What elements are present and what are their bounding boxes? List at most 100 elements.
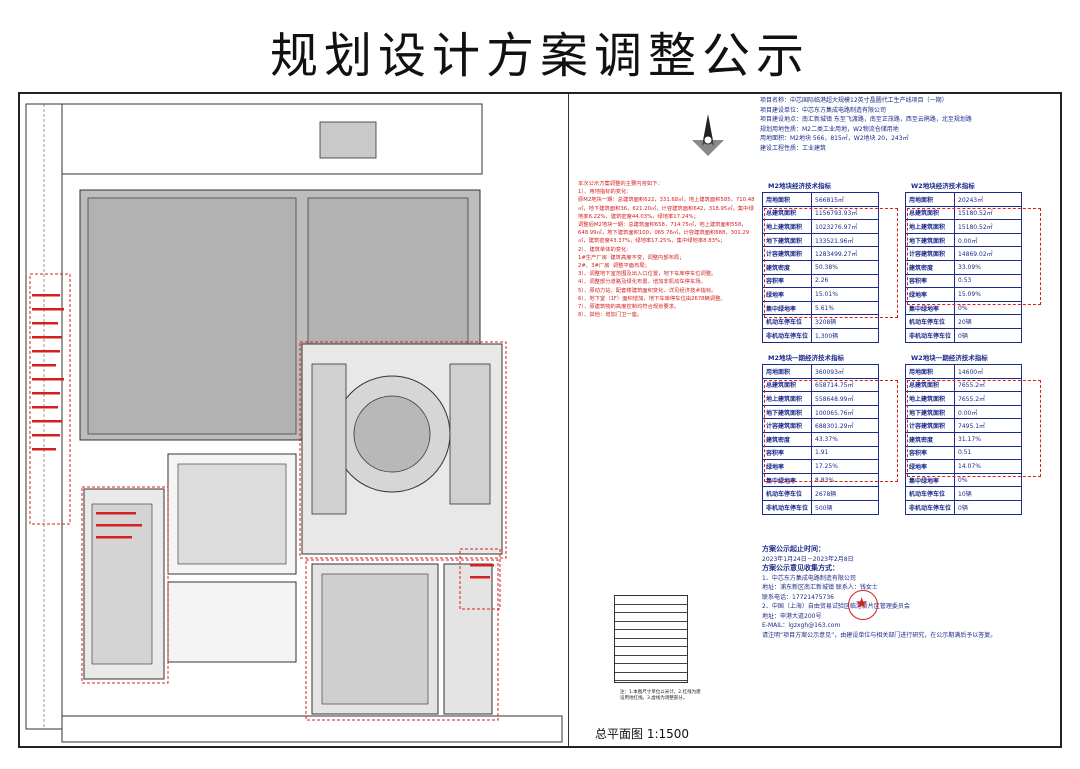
feedback-line: 1、中芯东方集成电路制造有限公司 <box>762 574 856 582</box>
legend-row <box>615 630 687 639</box>
feedback-heading: 方案公示意见收集方式： <box>762 564 839 572</box>
building-block <box>443 563 493 715</box>
legend-row <box>615 639 687 647</box>
indicator-value: 10辆 <box>954 486 1023 501</box>
legend-row <box>615 673 687 681</box>
indicator-label: 非机动车停车位 <box>904 499 956 515</box>
info-line: 用地面积：M2地块 566，815㎡，W2地块 20，243㎡ <box>760 135 909 142</box>
indicator-value: 0辆 <box>954 499 1023 515</box>
project-info: 项目名称：中芯国际临港超大规模12英寸晶圆代工生产线项目（一期） 项目建设单位：… <box>760 96 1060 153</box>
indicator-label: 非机动车停车位 <box>761 499 813 515</box>
building-block <box>91 503 153 665</box>
building-block <box>311 363 347 515</box>
official-seal-icon <box>848 590 878 620</box>
indicator-label: 用地面积 <box>904 364 956 379</box>
period-heading: 方案公示起止时间： <box>762 545 825 553</box>
plan-scale-label: 总平面图 1:1500 <box>595 727 690 741</box>
page-title: 规划设计方案调整公示 <box>269 28 810 84</box>
building-block <box>321 573 429 705</box>
road-corridor <box>61 715 563 743</box>
building-block <box>449 363 491 505</box>
indicator-label: 用地面积 <box>761 192 813 207</box>
indicator-label: 地下建筑面积 <box>761 404 813 420</box>
highlight-box <box>764 208 898 318</box>
legend-row <box>615 596 687 605</box>
legend-row <box>615 613 687 622</box>
red-callouts <box>32 294 494 579</box>
info-line: 项目建设地点：南汇新城镇 东至飞渡路，南至正茂路，西至云鹃路，北至规划路 <box>760 116 972 123</box>
legend-notes: 注：1.本图尺寸单位以米计。2.红线为建设用地红线。3.虚线为调整部分。 <box>620 690 701 701</box>
feedback-line: 地址：申港大道200号 <box>762 612 822 620</box>
indicator-label: 机动车停车位 <box>761 486 813 501</box>
feedback-line: 2、中国（上海）自由贸易试验区临港新片区管理委员会 <box>762 603 910 610</box>
indicator-label: 用地面积 <box>761 364 813 379</box>
highlight-box <box>907 380 1041 477</box>
indicator-label: 机动车停车位 <box>904 486 956 501</box>
indicator-label: 绿地率 <box>904 459 956 474</box>
feedback-line: E-MAIL：lgzxgh@163.com <box>762 622 841 629</box>
building-block <box>319 121 377 159</box>
indicator-label: 用地面积 <box>904 192 956 207</box>
legend-row <box>615 647 687 656</box>
changes-notes: 本次公示方案调整的主要内容如下： 1）、用地指标的变化： 原M2地块一期：总建筑… <box>578 181 755 319</box>
road-corridor <box>61 103 483 175</box>
central-plaza-inner <box>353 395 431 473</box>
notice-info: 方案公示起止时间： 2023年1月24日－2023年2月8日 方案公示意见收集方… <box>762 545 1058 640</box>
highlight-box <box>907 208 1041 305</box>
indicator-label: 非机动车停车位 <box>904 327 956 343</box>
feedback-line: 地址：浦东新区南汇新城镇 联系人：钱女士 <box>762 584 878 591</box>
legend-row <box>615 622 687 630</box>
adjustment-markers <box>29 273 507 721</box>
building-block <box>167 581 297 663</box>
highlight-box <box>764 380 898 482</box>
table-title: W2地块经济技术指标 <box>911 182 975 190</box>
feedback-line: 联系电话：17721475736 <box>762 593 834 601</box>
indicator-label: 非机动车停车位 <box>761 327 813 343</box>
indicator-label: 绿地率 <box>904 287 956 302</box>
table-title: W2地块一期经济技术指标 <box>911 354 988 362</box>
legend-row <box>615 605 687 613</box>
info-line: 项目建设单位：中芯东方集成电路制造有限公司 <box>760 106 887 114</box>
indicator-value: 1,300辆 <box>811 327 880 343</box>
feedback-line: 请注明“项目方案公示意见”，由建设单位与相关部门进行研究，在公示期满后予以答复。 <box>762 631 997 639</box>
legend-row <box>615 664 687 673</box>
indicator-value: 20辆 <box>954 314 1023 329</box>
indicator-value: 20243㎡ <box>954 192 1023 207</box>
site-plan-drawing <box>20 94 569 746</box>
indicator-value: 2678辆 <box>811 486 880 501</box>
period-value: 2023年1月24日－2023年2月8日 <box>762 555 854 563</box>
legend-row <box>615 656 687 664</box>
north-arrow-icon <box>688 110 728 170</box>
